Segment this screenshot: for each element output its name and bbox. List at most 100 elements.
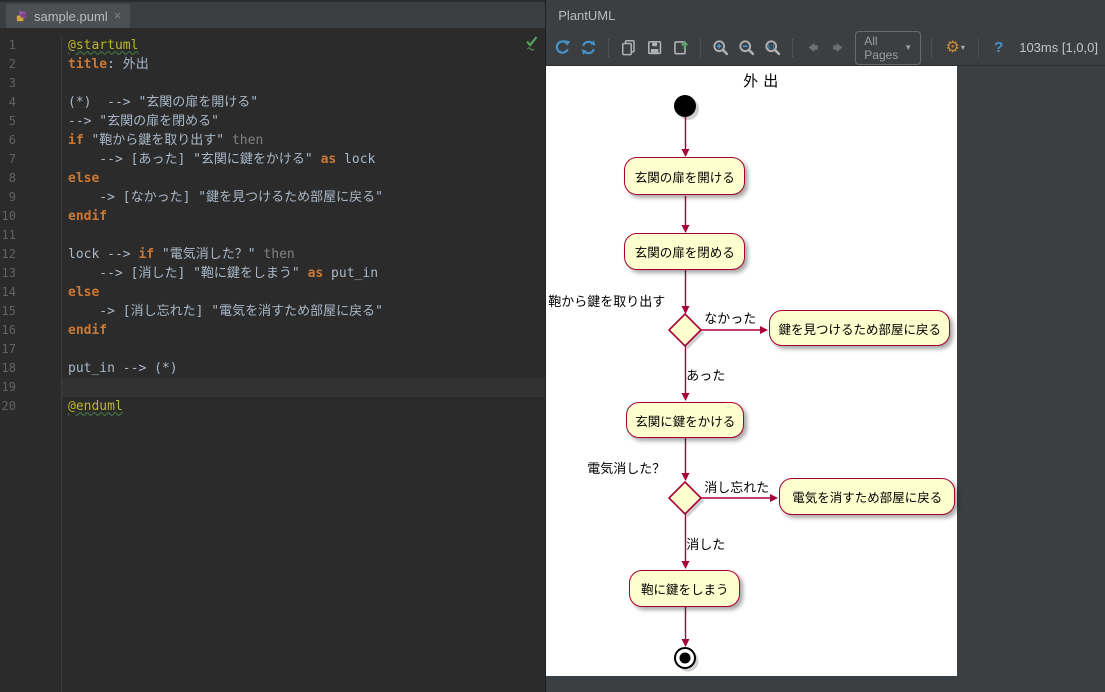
line-number[interactable]: 13 (1, 266, 16, 280)
line-number[interactable]: 10 (1, 209, 16, 223)
diagram-preview[interactable]: 外出 (546, 66, 1105, 692)
code-token: (*) --> "玄関の扉を開ける" (68, 95, 259, 110)
code-token: as (307, 266, 324, 281)
line-number[interactable]: 1 (8, 38, 16, 52)
code-line[interactable]: @startuml (62, 36, 545, 55)
edge-label-forgot-off: 消し忘れた (704, 481, 770, 496)
plantuml-panel: PlantUML (546, 0, 1105, 692)
code-line[interactable]: title: 外出 (62, 55, 545, 74)
edge-label-not-found: なかった (704, 312, 757, 327)
code-token: @enduml (68, 399, 123, 414)
code-line[interactable]: put_in --> (*) (62, 359, 545, 378)
code-line[interactable]: endif (62, 321, 545, 340)
code-token: --> "玄関の扉を閉める" (68, 114, 219, 129)
code-line[interactable]: if "鞄から鍵を取り出す" then (62, 131, 545, 150)
toolbar-separator (608, 38, 610, 57)
reload-icon[interactable] (579, 38, 598, 57)
activity-close-door: 玄関の扉を閉める (624, 233, 746, 270)
code-line[interactable]: -> [なかった] "鍵を見つけるため部屋に戻る" (62, 188, 545, 207)
line-number[interactable]: 16 (1, 323, 16, 337)
back-icon[interactable] (803, 38, 822, 57)
line-number[interactable]: 14 (1, 285, 16, 299)
code-token: endif (68, 323, 108, 338)
edges (685, 117, 777, 645)
line-number[interactable]: 15 (1, 304, 16, 318)
edge-label-found: あった (686, 369, 726, 384)
code-token: @startuml (68, 38, 139, 53)
line-number[interactable]: 3 (8, 76, 16, 90)
line-number[interactable]: 11 (1, 228, 16, 242)
panel-header: PlantUML (546, 0, 1105, 30)
code-line[interactable] (62, 74, 545, 93)
all-pages-select[interactable]: All Pages ▼ (855, 30, 922, 65)
zoom-in-icon[interactable] (711, 38, 730, 57)
code-line[interactable]: (*) --> "玄関の扉を開ける" (62, 93, 545, 112)
tab-sample-puml[interactable]: sample.puml × (6, 4, 131, 28)
activity-find-key: 鍵を見つけるため部屋に戻る (769, 310, 951, 346)
end-node (679, 652, 691, 664)
code-token: --> [消した] "鞄に鍵をしまう" (68, 266, 308, 281)
code-token: put_in (323, 266, 379, 281)
diagram-canvas (668, 95, 779, 672)
gear-icon: ⚙ (945, 38, 960, 56)
export-icon[interactable] (671, 38, 690, 57)
line-number[interactable]: 19 (1, 380, 16, 394)
help-icon[interactable]: ? (994, 39, 1004, 56)
copy-icon[interactable] (619, 38, 638, 57)
code-line[interactable]: endif (62, 207, 545, 226)
code-line[interactable] (62, 378, 546, 397)
toolbar-separator (700, 38, 702, 57)
line-number[interactable]: 2 (8, 57, 16, 71)
line-number[interactable]: 6 (8, 133, 16, 147)
start-node (674, 95, 697, 117)
code-token: else (68, 285, 100, 300)
line-number[interactable]: 5 (8, 114, 16, 128)
settings-icon[interactable]: ⚙▾ (942, 38, 968, 57)
code-token: if (138, 247, 155, 262)
code-line[interactable] (62, 226, 545, 245)
code-line[interactable] (62, 340, 545, 359)
line-number[interactable]: 18 (1, 361, 16, 375)
toolbar-separator (931, 38, 933, 57)
code-token: --> [あった] "玄関に鍵をかける" (68, 152, 321, 167)
refresh-icon[interactable] (553, 38, 572, 57)
code-line[interactable]: else (62, 169, 545, 188)
zoom-out-icon[interactable] (737, 38, 756, 57)
code-line[interactable]: --> [消した] "鞄に鍵をしまう" as put_in (62, 264, 545, 283)
line-number[interactable]: 12 (1, 247, 16, 261)
line-number[interactable]: 17 (1, 342, 16, 356)
code-line[interactable]: lock --> if "電気消した？" then (62, 245, 545, 264)
code-token: -> [消し忘れた] "電気を消すため部屋に戻る" (68, 304, 383, 319)
editor-tab-bar: sample.puml × (0, 0, 546, 28)
editor-code[interactable]: @startuml title: 外出 (*) --> "玄関の扉を開ける" --> … (62, 36, 546, 692)
zoom-reset-icon[interactable]: 1:1 (763, 38, 782, 57)
code-line[interactable]: -> [消し忘れた] "電気を消すため部屋に戻る" (62, 302, 545, 321)
inspection-ok-icon[interactable] (524, 34, 540, 52)
code-token: -> [なかった] "鍵を見つけるため部屋に戻る" (68, 190, 383, 205)
edge-label-light-question: 電気消した？ (587, 462, 666, 477)
chevron-down-icon: ▾ (960, 43, 965, 52)
line-number[interactable]: 20 (1, 399, 16, 413)
line-number[interactable]: 9 (8, 190, 16, 204)
forward-icon[interactable] (829, 38, 848, 57)
code-token: as (320, 152, 337, 167)
save-icon[interactable] (645, 38, 664, 57)
code-line[interactable]: --> "玄関の扉を閉める" (62, 112, 545, 131)
edge-label-turned-off: 消した (686, 538, 726, 553)
code-line[interactable]: else (62, 283, 545, 302)
line-number[interactable]: 8 (8, 171, 16, 185)
code-token: else (68, 171, 100, 186)
diagram-title: 外出 (743, 72, 784, 90)
code-line[interactable]: --> [あった] "玄関に鍵をかける" as lock (62, 150, 545, 169)
code-token: then (263, 247, 295, 262)
arrowheads (681, 149, 779, 647)
tab-close-icon[interactable]: × (113, 8, 122, 23)
line-number[interactable]: 4 (8, 95, 16, 109)
activity-open-door: 玄関の扉を開ける (624, 157, 746, 195)
code-line[interactable]: @enduml (62, 397, 545, 416)
toolbar-separator (792, 38, 794, 57)
line-number[interactable]: 7 (8, 152, 16, 166)
